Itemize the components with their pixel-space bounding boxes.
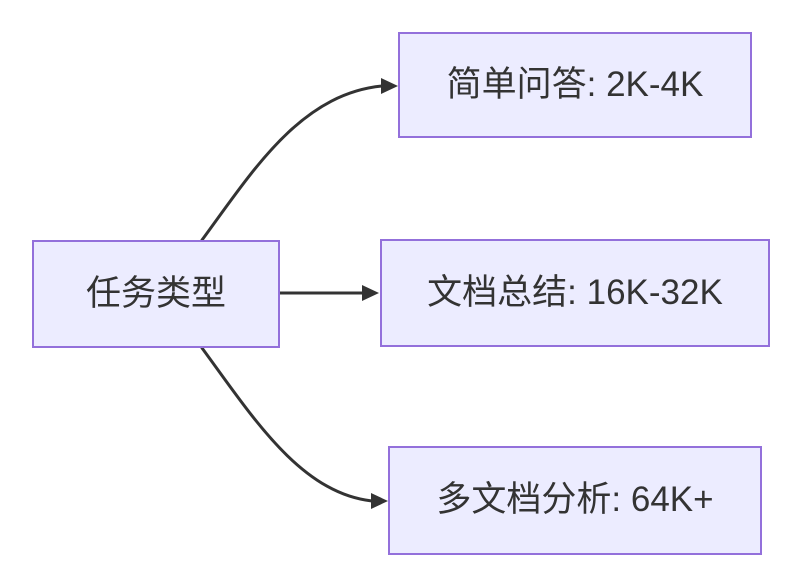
arrowhead-simple-qa (381, 78, 398, 94)
arrowhead-doc-summary (362, 285, 379, 301)
node-doc-summary-label: 文档总结: 16K-32K (427, 272, 723, 312)
node-doc-summary: 文档总结: 16K-32K (380, 239, 770, 347)
node-task-type: 任务类型 (32, 240, 280, 348)
edge-to-multi-doc (200, 346, 374, 503)
node-multi-doc-label: 多文档分析: 64K+ (436, 480, 714, 520)
node-task-type-label: 任务类型 (85, 273, 226, 313)
arrowhead-multi-doc (371, 493, 388, 509)
edge-to-simple-qa (200, 84, 384, 242)
node-simple-qa: 简单问答: 2K-4K (398, 32, 752, 138)
node-multi-doc: 多文档分析: 64K+ (388, 446, 762, 555)
node-simple-qa-label: 简单问答: 2K-4K (446, 64, 704, 104)
